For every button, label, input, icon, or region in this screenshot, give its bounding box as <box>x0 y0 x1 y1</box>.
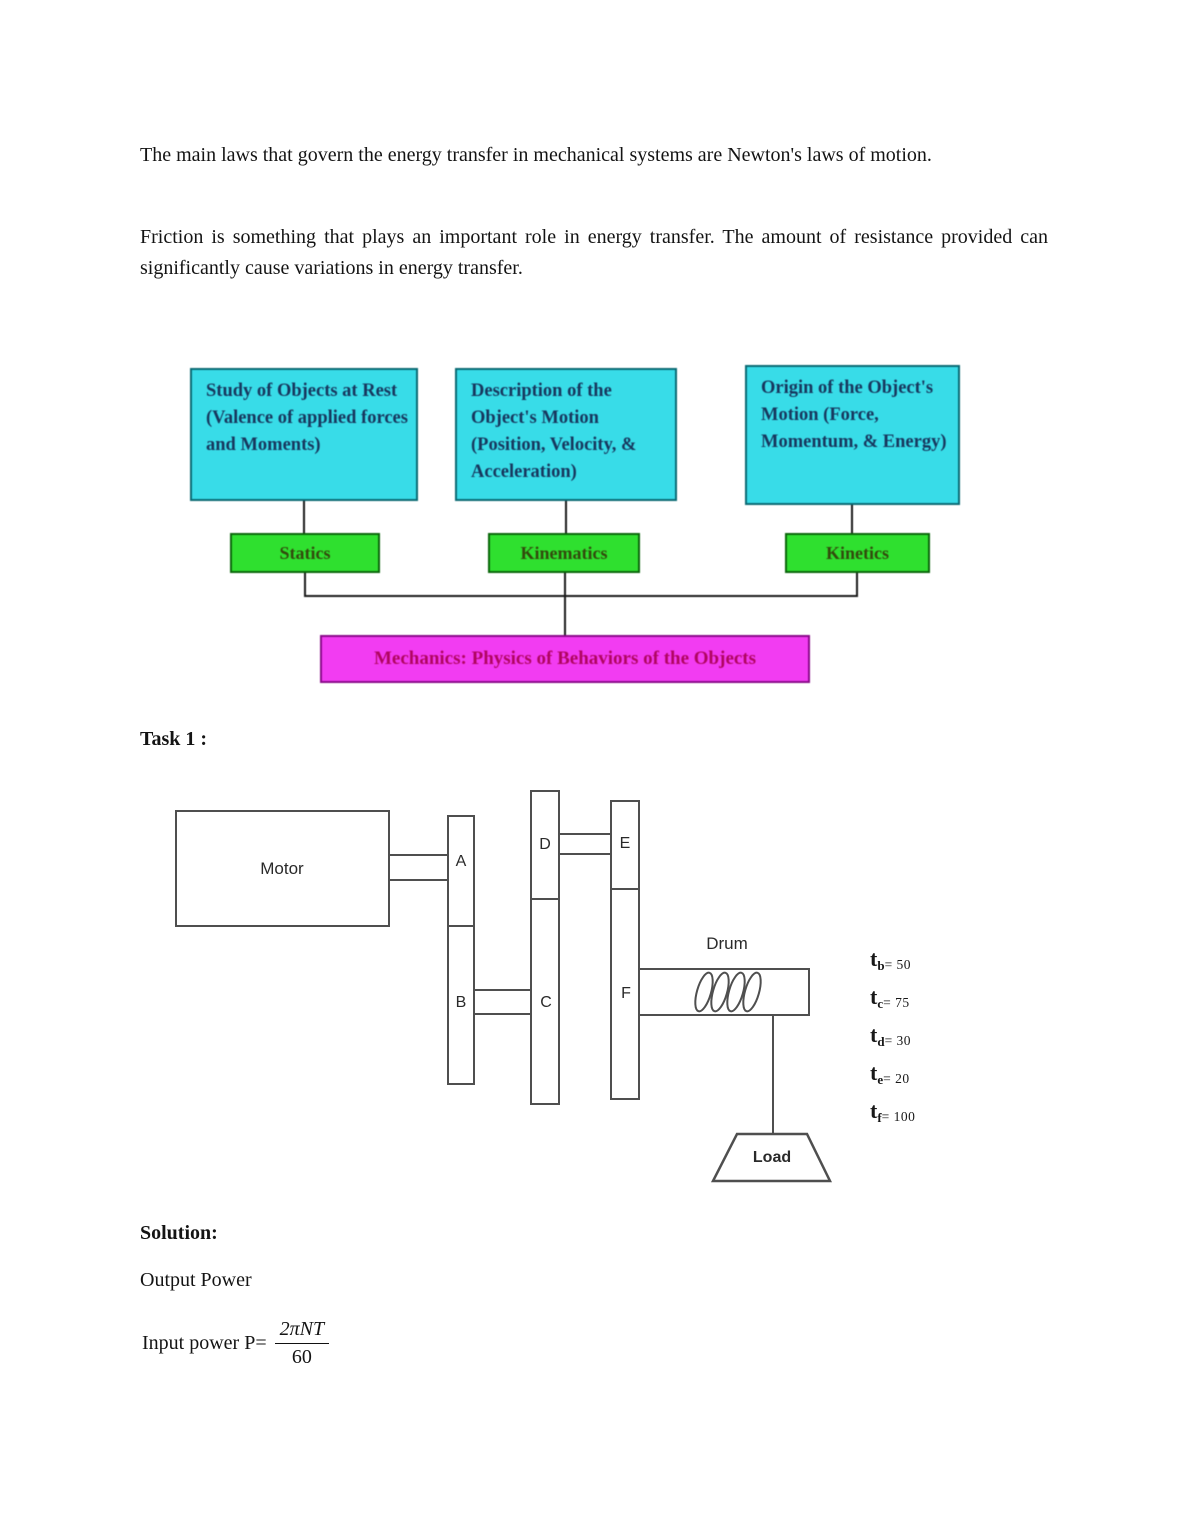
motor-label: Motor <box>260 859 304 878</box>
task1-heading: Task 1 : <box>140 728 208 750</box>
gear-f-label: F <box>621 985 631 1002</box>
load-shape <box>710 1132 833 1183</box>
shaft-motor-a <box>388 854 449 881</box>
drum-box <box>638 968 810 1016</box>
gear-e-label: E <box>619 835 631 852</box>
shaft-d-e <box>558 833 612 855</box>
load-rope-line <box>772 1014 774 1135</box>
connector-line <box>304 573 306 597</box>
connector-line <box>851 505 853 533</box>
teeth-count-c: tc= 75 <box>870 984 910 1012</box>
motor-box <box>175 810 390 927</box>
teeth-count-d: td= 30 <box>870 1022 912 1050</box>
intro-paragraph-2: Friction is something that plays an impo… <box>140 226 1048 279</box>
connector-line <box>304 595 858 597</box>
gear-d-label: D <box>539 836 551 853</box>
input-power-prefix: Input power P= <box>142 1332 267 1354</box>
fraction-denominator: 60 <box>291 1346 312 1368</box>
power-fraction: 2πNT 60 <box>274 1318 330 1369</box>
shaft-b-c <box>473 989 532 1015</box>
connector-line <box>303 501 305 533</box>
input-power-formula: Input power P= 2πNT 60 <box>142 1318 330 1369</box>
flowchart-box-statics: Statics <box>230 533 380 573</box>
solution-heading: Solution: <box>140 1222 218 1244</box>
connector-line <box>564 573 566 637</box>
drum-coil-icon <box>694 971 762 1013</box>
gear-e-box <box>610 800 640 890</box>
gear-d-box <box>530 790 560 900</box>
connector-line <box>856 573 858 597</box>
flowchart-box-kinematics-description: Description of the Object's Motion (Posi… <box>455 368 677 501</box>
intro-paragraph-1: The main laws that govern the energy tra… <box>140 144 932 166</box>
gear-c-box <box>530 898 560 1105</box>
gear-c-label: C <box>540 994 552 1011</box>
gear-f-box <box>610 888 640 1100</box>
flowchart-box-statics-description: Study of Objects at Rest (Valence of app… <box>190 368 418 501</box>
teeth-count-e: te= 20 <box>870 1060 910 1088</box>
connector-line <box>565 501 567 533</box>
teeth-count-f: tf= 100 <box>870 1098 916 1126</box>
gear-b-box <box>447 925 475 1085</box>
fraction-numerator: 2πNT <box>274 1318 330 1344</box>
flowchart-box-kinetics: Kinetics <box>785 533 930 573</box>
teeth-count-b: tb= 50 <box>870 946 912 974</box>
flowchart-box-kinematics: Kinematics <box>488 533 640 573</box>
load-label: Load <box>752 1149 792 1166</box>
gear-a-box <box>447 815 475 927</box>
flowchart-box-kinetics-description: Origin of the Object's Motion (Force, Mo… <box>745 365 960 505</box>
flowchart-box-mechanics: Mechanics: Physics of Behaviors of the O… <box>320 635 810 683</box>
output-power-text: Output Power <box>140 1269 252 1291</box>
drum-label: Drum <box>706 934 748 953</box>
gear-a-label: A <box>455 853 467 870</box>
gear-b-label: B <box>455 994 467 1011</box>
